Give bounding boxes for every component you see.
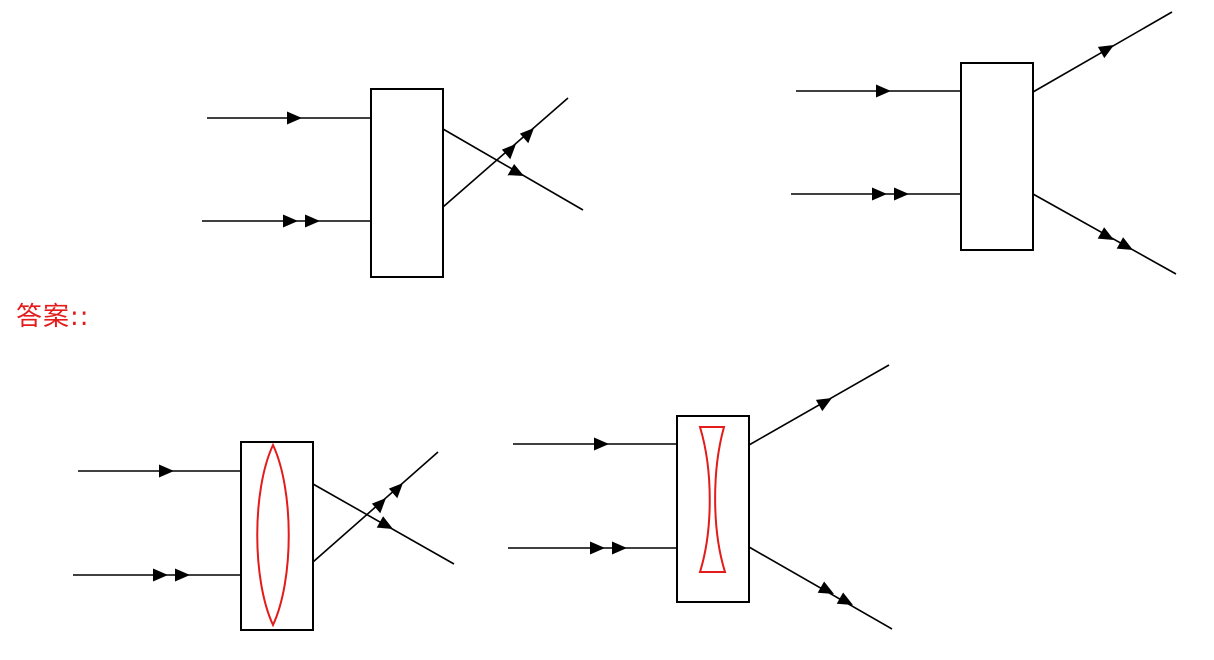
optical-box	[677, 416, 749, 602]
ray-out-down	[1033, 194, 1176, 274]
ray-double-arrow	[791, 187, 961, 201]
arrowhead	[376, 516, 393, 529]
figure-question-convergent	[202, 89, 583, 277]
ray-single-arrow	[796, 84, 961, 98]
arrowhead	[519, 128, 534, 144]
ray-out-up	[443, 98, 568, 207]
arrowhead	[876, 84, 891, 98]
optical-box	[371, 89, 443, 277]
figure-answer-convergent	[73, 442, 454, 630]
ray-out-up	[749, 365, 889, 445]
arrowhead	[501, 144, 516, 160]
ray-single-arrow	[78, 464, 241, 478]
ray-double-arrow	[202, 214, 371, 228]
optical-box	[961, 63, 1033, 250]
figure-question-divergent	[791, 12, 1176, 274]
ray-out-up	[1033, 12, 1172, 92]
answer-label: 答案::	[16, 302, 90, 332]
ray-out-up	[313, 452, 438, 562]
arrowhead	[153, 568, 168, 582]
ray-out-down	[313, 484, 454, 564]
arrowhead	[283, 214, 298, 228]
arrowhead	[612, 541, 627, 555]
arrowhead	[1116, 237, 1133, 250]
arrowhead	[817, 581, 834, 594]
arrowhead	[1097, 45, 1114, 59]
arrowhead	[594, 437, 609, 451]
arrowhead	[894, 187, 909, 201]
concave-lens-icon	[700, 427, 725, 572]
arrowhead	[175, 568, 190, 582]
arrowhead	[1097, 227, 1114, 240]
arrowhead	[371, 498, 386, 514]
ray-out-down	[749, 547, 892, 629]
ray-single-arrow	[513, 437, 677, 451]
arrowhead	[388, 483, 403, 499]
arrowhead	[287, 111, 302, 125]
arrowhead	[836, 592, 853, 605]
arrowhead	[159, 464, 174, 478]
arrowhead	[590, 541, 605, 555]
ray-double-arrow	[73, 568, 241, 582]
ray-double-arrow	[508, 541, 677, 555]
arrowhead	[872, 187, 887, 201]
figure-answer-divergent	[508, 365, 892, 629]
arrowhead	[305, 214, 320, 228]
arrowhead	[507, 164, 524, 176]
convex-lens-icon	[257, 445, 289, 625]
optical-box	[241, 442, 313, 630]
arrowhead	[815, 398, 832, 412]
ray-out-down	[443, 129, 583, 210]
ray-single-arrow	[207, 111, 371, 125]
